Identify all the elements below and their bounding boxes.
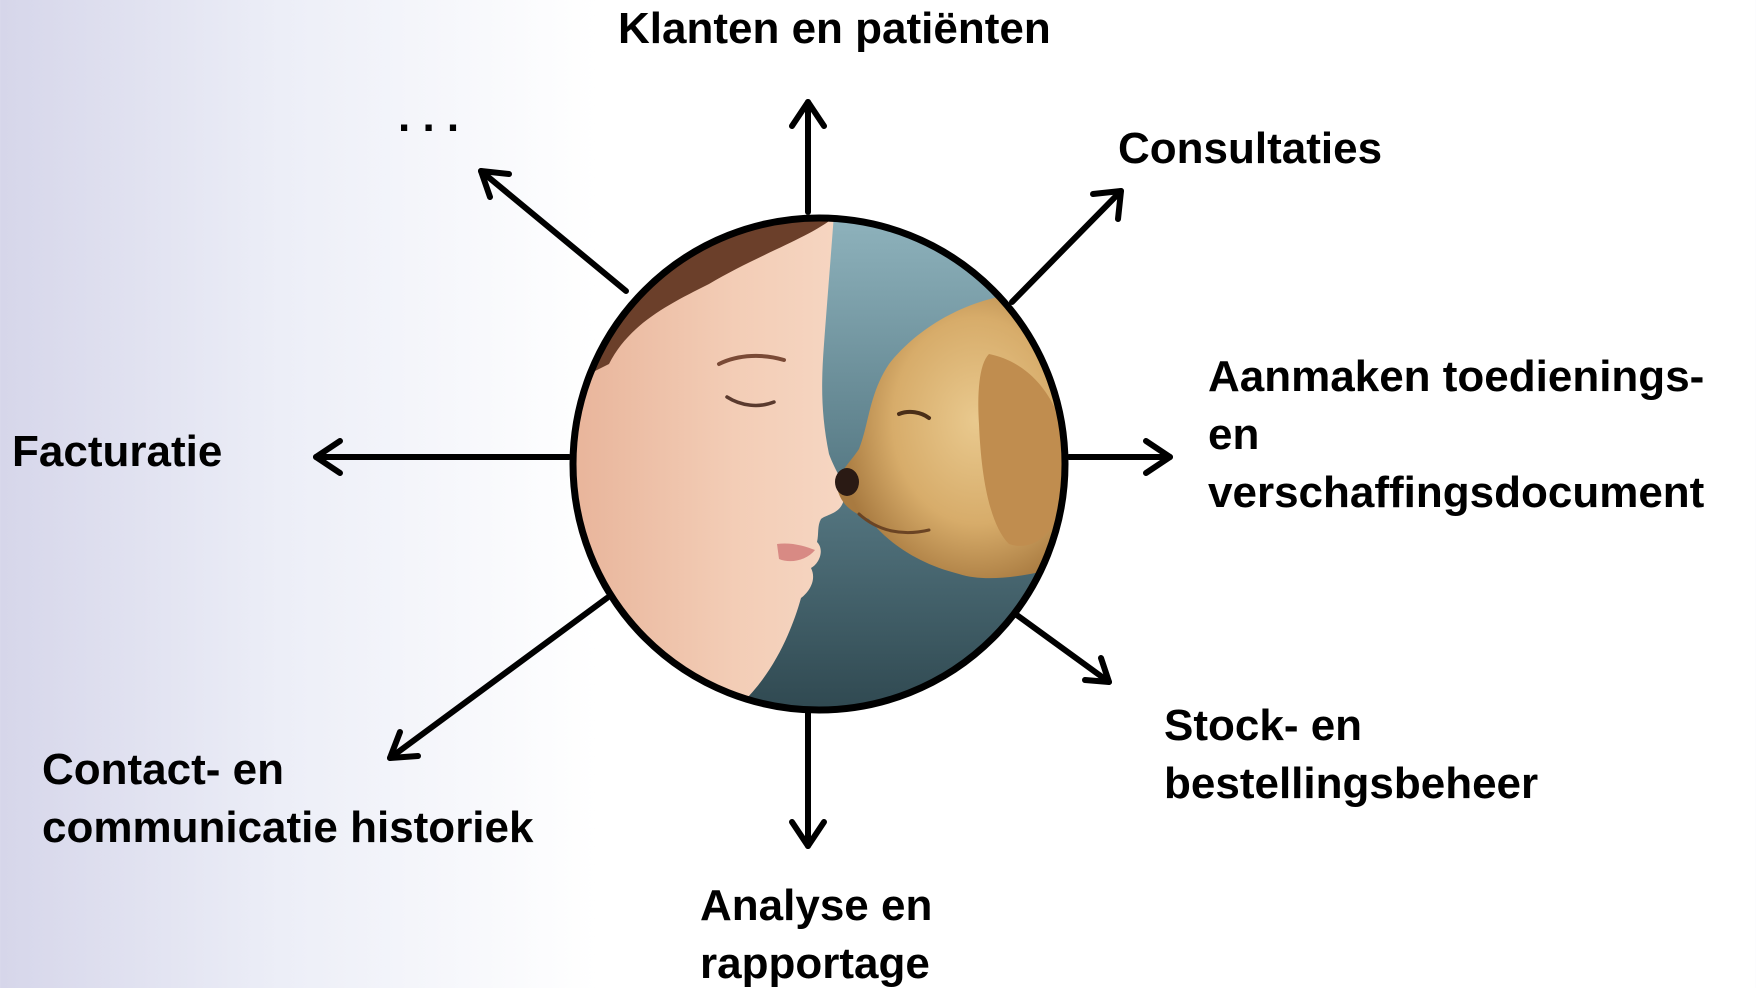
- label-right-line2: en: [1208, 410, 1260, 459]
- label-right-line1: Aanmaken toedienings-: [1208, 352, 1705, 401]
- label-bottom-left-line2: communicatie historiek: [42, 803, 534, 852]
- label-top-right: Consultaties: [1118, 124, 1383, 173]
- arrow-down: [789, 701, 827, 849]
- woman-and-puppy-photo: [569, 214, 1069, 714]
- label-bottom-left: Contact- en communicatie historiek: [42, 741, 533, 857]
- label-bottom-right-line1: Stock- en: [1164, 701, 1363, 750]
- label-bottom-line2: rapportage: [700, 939, 930, 988]
- label-top: Klanten en patiënten: [618, 4, 1051, 53]
- label-left: Facturatie: [12, 427, 223, 476]
- arrow-up: [789, 99, 827, 215]
- label-bottom-line1: Analyse en: [700, 881, 933, 930]
- arrow-right: [1066, 438, 1173, 476]
- arrow-up-left: [478, 168, 629, 294]
- label-bottom-right: Stock- en bestellingsbeheer: [1164, 697, 1538, 813]
- label-right-line3: verschaffingsdocument: [1208, 468, 1705, 517]
- label-bottom-left-line1: Contact- en: [42, 745, 284, 794]
- arrow-down-right: [1011, 610, 1112, 685]
- label-top-left-ellipsis: . . .: [398, 92, 460, 141]
- arrow-left: [313, 438, 572, 476]
- label-bottom-right-line2: bestellingsbeheer: [1164, 759, 1539, 808]
- arrow-down-left: [387, 595, 610, 761]
- label-right: Aanmaken toedienings- en verschaffingsdo…: [1208, 348, 1704, 522]
- label-bottom: Analyse en rapportage: [700, 877, 932, 988]
- arrow-up-right: [1009, 188, 1124, 305]
